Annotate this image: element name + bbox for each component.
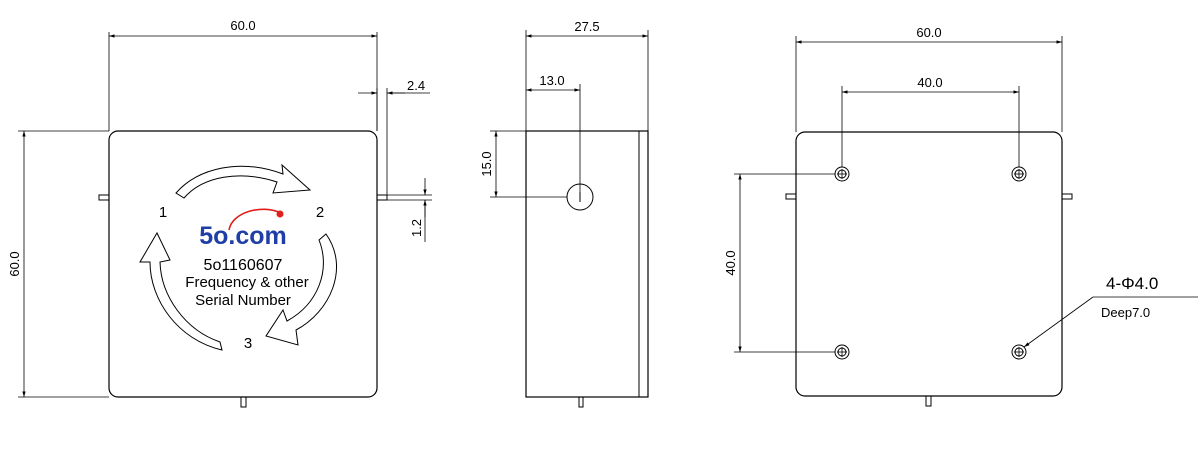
port-3-tab bbox=[240, 396, 247, 408]
port-2-tab bbox=[376, 194, 388, 201]
port-label-2: 2 bbox=[316, 204, 324, 221]
mounting-hole-top-left bbox=[834, 166, 850, 182]
back-view: 60.0 40.0 40.0 4-Φ4.0 Deep7.0 bbox=[723, 25, 1198, 407]
model-number: 5o1160607 bbox=[204, 257, 283, 274]
side-depth-dim: 27.5 bbox=[574, 19, 599, 34]
circulator-arrow-left bbox=[139, 231, 223, 351]
port-1-tab bbox=[98, 194, 110, 201]
circulator-arrow-top bbox=[175, 163, 312, 199]
hole-callout: 4-Φ4.0 bbox=[1106, 274, 1158, 293]
mounting-hole-bottom-left bbox=[834, 344, 850, 360]
label-line-1: Frequency & other bbox=[185, 274, 308, 291]
tab-thickness-dim: 2.4 bbox=[407, 78, 425, 93]
hole-depth-callout: Deep7.0 bbox=[1101, 305, 1150, 320]
circulator-arrow-right bbox=[265, 233, 337, 346]
back-hole-spacing-y-dim: 40.0 bbox=[723, 250, 738, 275]
port-label-1: 1 bbox=[159, 204, 167, 221]
port-label-3: 3 bbox=[244, 335, 252, 352]
tab-width-dim: 1.2 bbox=[409, 219, 424, 237]
side-port-height-dim: 15.0 bbox=[479, 151, 494, 176]
side-body-outline bbox=[525, 130, 649, 398]
side-view: 27.5 13.0 15.0 bbox=[479, 19, 649, 408]
label-line-2: Serial Number bbox=[195, 292, 291, 309]
mounting-hole-top-right bbox=[1011, 166, 1027, 182]
logo-dot bbox=[276, 210, 284, 218]
front-width-dim: 60.0 bbox=[230, 18, 255, 33]
side-port-offset-dim: 13.0 bbox=[539, 73, 564, 88]
side-bottom-tab bbox=[578, 396, 584, 408]
logo-text: 5o.com bbox=[199, 222, 287, 250]
back-hole-spacing-x-dim: 40.0 bbox=[917, 75, 942, 90]
company-logo: 5o.com bbox=[199, 208, 287, 250]
front-view: 60.0 60.0 2.4 1.2 1 2 3 5o.com bbox=[7, 18, 432, 408]
back-width-dim: 60.0 bbox=[916, 25, 941, 40]
mounting-hole-bottom-right bbox=[1011, 344, 1027, 360]
front-height-dim: 60.0 bbox=[7, 251, 22, 276]
